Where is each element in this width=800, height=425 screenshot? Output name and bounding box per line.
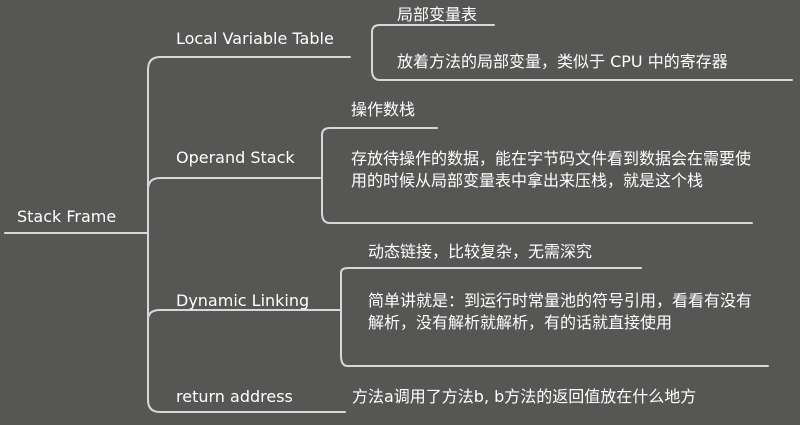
branch-operand-stack: Operand Stack [176,148,295,167]
branch-return-address: return address [176,387,293,406]
branch-dynamic-linking: Dynamic Linking [176,291,310,310]
leaf-local-variable-table-desc: 放着方法的局部变量，类似于 CPU 中的寄存器 [397,52,728,71]
root-node-label: Stack Frame [17,207,117,226]
leaf-operand-stack-desc: 存放待操作的数据，能在字节码文件看到数据会在需要使用的时候从局部变量表中拿出来压… [351,149,752,190]
leaf-dynamic-linking-desc: 简单讲就是：到运行时常量池的符号引用，看看有没有解析，没有解析就解析，有的话就直… [368,291,753,332]
leaf-operand-stack-title: 操作数栈 [351,100,416,119]
leaf-return-address-desc: 方法a调用了方法b, b方法的返回值放在什么地方 [352,387,697,406]
branch-local-variable-table: Local Variable Table [176,29,334,48]
leaf-dynamic-linking-title: 动态链接，比较复杂，无需深究 [368,242,593,261]
leaf-local-variable-table-title: 局部变量表 [397,5,478,24]
